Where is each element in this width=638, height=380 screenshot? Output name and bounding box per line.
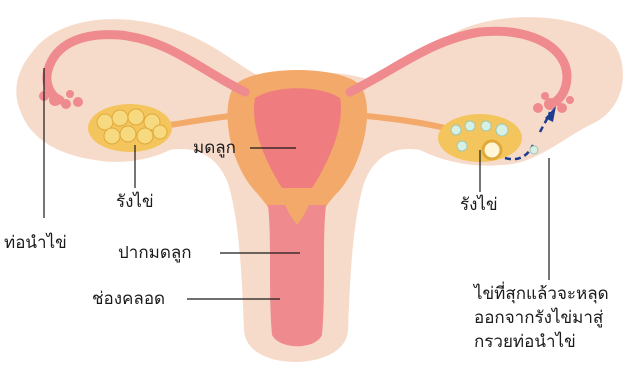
label-ovary-left: รังไข่ [116, 191, 154, 213]
mature-follicle [483, 141, 501, 159]
label-ovulation-line-3: กรวยท่อนำไข่ [474, 330, 609, 354]
label-fallopian-tube: ท่อนำไข่ [4, 232, 67, 254]
label-uterus: มดลูก [193, 137, 236, 159]
label-ovulation-line-2: ออกจากรังไข่มาสู่ [474, 306, 609, 330]
label-ovary-right: รังไข่ [460, 194, 498, 216]
label-ovulation: ไข่ที่สุกแล้วจะหลุด ออกจากรังไข่มาสู่ กร… [474, 282, 609, 354]
label-cervix: ปากมดลูก [118, 242, 192, 264]
label-ovulation-line-1: ไข่ที่สุกแล้วจะหลุด [474, 282, 609, 306]
label-vagina: ช่องคลอด [92, 288, 165, 310]
vagina-canal [268, 205, 326, 346]
released-egg [530, 146, 538, 154]
